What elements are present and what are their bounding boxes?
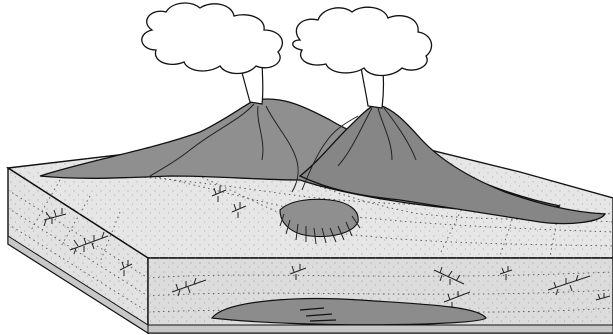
eruption-cloud-left <box>142 3 283 73</box>
eruption-cloud-right <box>293 7 432 75</box>
